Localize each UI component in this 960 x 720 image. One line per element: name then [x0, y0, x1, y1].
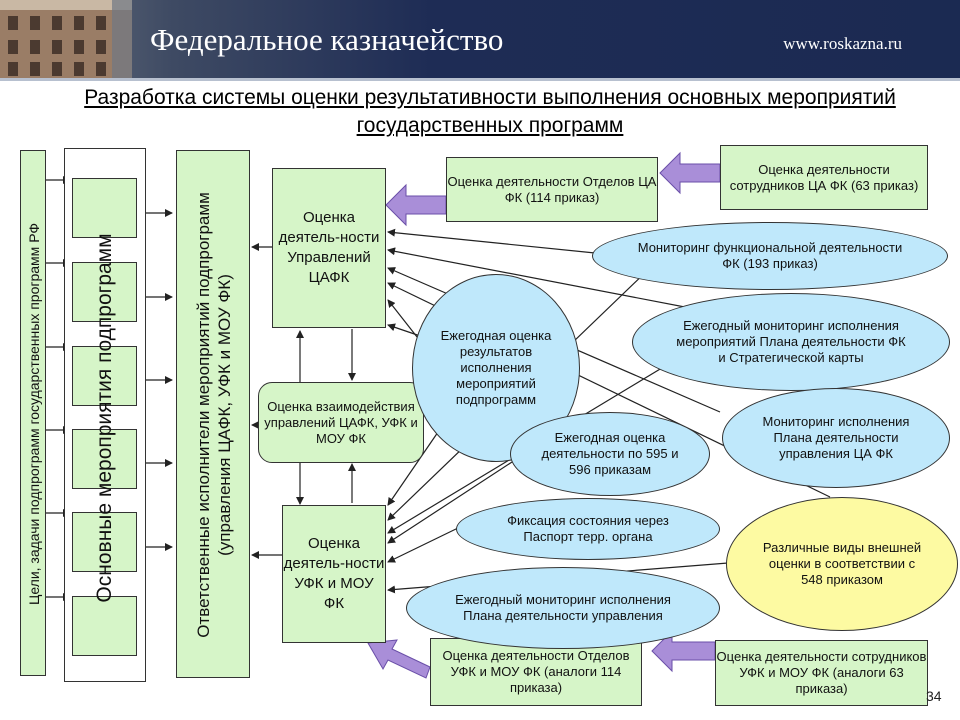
executors-label: Ответственные исполнители мероприятий по…: [194, 192, 234, 638]
org-name: Федеральное казначейство: [150, 22, 504, 57]
eval-cafk-box: Оценка деятель-ности Управлений ЦАФК: [272, 168, 386, 328]
activity-block-4: [72, 429, 137, 489]
goals-label: Цели, задачи подпрограмм государственных…: [26, 222, 42, 606]
activity-block-2: [72, 262, 137, 322]
activity-block-3: [72, 346, 137, 406]
annual-595-ellipse: Ежегодная оценка деятельности по 595 и 5…: [510, 412, 710, 496]
eval-interaction-box: Оценка взаимодействия управлений ЦАФК, У…: [258, 382, 424, 463]
header-divider: [0, 78, 960, 81]
goals-bar: Цели, задачи подпрограмм государственных…: [20, 150, 46, 676]
main-activities-label: Основные мероприятия подпрограмм: [93, 233, 116, 603]
eval-depts-ca-box: Оценка деятельности Отделов ЦА ФК (114 п…: [446, 157, 658, 222]
functional-monitoring-ellipse: Мониторинг функциональной деятельности Ф…: [592, 222, 948, 290]
eval-staff-ca-box: Оценка деятельности сотрудников ЦА ФК (6…: [720, 145, 928, 210]
external-eval-ellipse: Различные виды внешней оценки в соответс…: [726, 497, 958, 631]
activity-block-6: [72, 596, 137, 656]
activity-block-1: [72, 178, 137, 238]
page-title: Разработка системы оценки результативнос…: [84, 86, 896, 137]
eval-ufk-box: Оценка деятель-ности УФК и МОУ ФК: [282, 505, 386, 643]
site-url[interactable]: www.roskazna.ru: [783, 34, 902, 53]
passport-fixation-ellipse: Фиксация состояния через Паспорт терр. о…: [456, 498, 720, 560]
activity-block-5: [72, 512, 137, 572]
annual-plan-monitoring-ellipse: Ежегодный мониторинг исполнения мероприя…: [632, 293, 950, 391]
eval-staff-ufk-box: Оценка деятельности сотрудников УФК и МО…: [715, 640, 928, 706]
annual-plan-ufk-ellipse: Ежегодный мониторинг исполнения Плана де…: [406, 567, 720, 649]
page-number: 34: [926, 688, 942, 704]
header-banner: Федеральное казначейство www.roskazna.ru: [0, 0, 960, 78]
executors-bar: Ответственные исполнители мероприятий по…: [176, 150, 250, 678]
plan-monitoring-ca-ellipse: Мониторинг исполнения Плана деятельности…: [722, 388, 950, 488]
building-image: [0, 0, 132, 78]
